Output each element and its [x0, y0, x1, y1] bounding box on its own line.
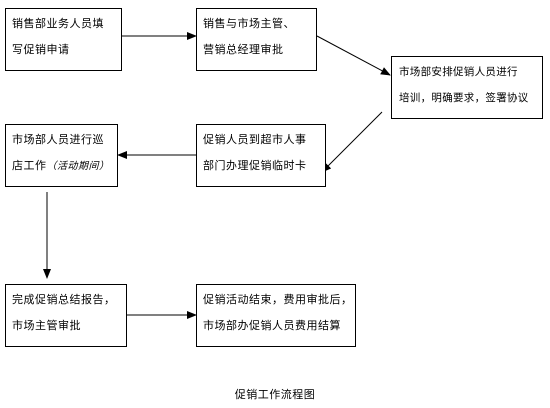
- step-text-note: （活动期间）: [46, 161, 110, 172]
- flow-step-submit-request: 销售部业务人员填 写促销申请: [5, 8, 122, 71]
- step-text-line: 市场部人员进行巡: [12, 133, 104, 146]
- step-text-main: 店工作: [12, 159, 47, 172]
- edge-n3-n4: [321, 111, 383, 173]
- flow-step-temp-card: 促销人员到超市人事 部门办理促销临时卡: [196, 124, 326, 187]
- step-text-line: 市场主管审批: [12, 319, 81, 332]
- step-text-line: 部门办理促销临时卡: [203, 159, 307, 172]
- flow-step-manager-approval: 销售与市场主管、 营销总经理审批: [196, 8, 317, 71]
- step-text-line: 促销人员到超市人事: [203, 133, 307, 146]
- step-text-line: 店工作（活动期间）: [12, 153, 117, 180]
- step-text-line: 完成促销总结报告，: [12, 293, 116, 306]
- step-text-line: 写促销申请: [12, 43, 70, 56]
- step-text-line: 销售部业务人员填: [12, 17, 104, 30]
- flow-step-expense-settlement: 促销活动结束，费用审批后， 市场部办促销人员费用结算: [196, 284, 356, 347]
- flow-step-store-inspection: 市场部人员进行巡 店工作（活动期间）: [5, 124, 118, 187]
- step-text-line: 市场部安排促销人员进行: [399, 66, 518, 78]
- flow-step-arrange-training: 市场部安排促销人员进行 培训，明确要求，签署协议: [391, 56, 543, 119]
- step-text-line: 营销总经理审批: [203, 43, 284, 56]
- step-text-line: 市场部办促销人员费用结算: [203, 319, 341, 332]
- flow-step-summary-report: 完成促销总结报告， 市场主管审批: [5, 284, 127, 347]
- edge-n2-n3: [316, 35, 391, 76]
- step-text-line: 培训，明确要求，签署协议: [399, 92, 529, 104]
- step-text-line: 促销活动结束，费用审批后，: [203, 293, 353, 306]
- diagram-caption: 促销工作流程图: [234, 388, 316, 401]
- step-text-line: 销售与市场主管、: [203, 17, 295, 30]
